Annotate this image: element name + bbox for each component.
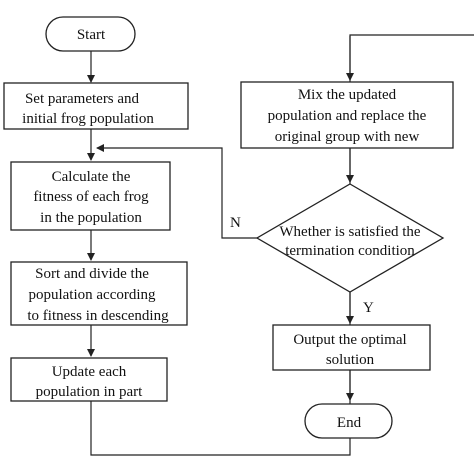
connector-update-to-mix-loop: [90, 34, 474, 456]
mix-line-2: population and replace the: [268, 108, 427, 124]
decision-diamond: Whether is satisfied the termination con…: [255, 183, 445, 293]
calculate-fitness-line-3: in the population: [40, 210, 142, 226]
decision-line-1: Whether is satisfied the: [279, 224, 421, 240]
calculate-fitness-line-2: fitness of each frog: [33, 189, 149, 205]
set-parameters-line-1: Set parameters and: [25, 91, 140, 107]
decision-line-2: termination condition: [285, 243, 415, 259]
calculate-fitness-line-1: Calculate the: [52, 169, 131, 185]
update-box: Update each population in part: [10, 357, 168, 402]
mix-line-3: original group with new: [275, 129, 420, 145]
start-terminal: Start: [45, 16, 136, 52]
end-label: End: [337, 415, 362, 431]
sort-divide-line-1: Sort and divide the: [35, 266, 149, 282]
output-line-1: Output the optimal: [293, 332, 406, 348]
output-line-2: solution: [326, 352, 375, 368]
no-branch-label: N: [230, 215, 241, 231]
update-line-2: population in part: [36, 384, 143, 400]
output-box: Output the optimal solution: [272, 324, 431, 371]
calculate-fitness-box: Calculate the fitness of each frog in th…: [10, 161, 171, 231]
end-terminal: End: [304, 403, 393, 439]
sort-divide-line-3: to fitness in descending: [27, 308, 169, 324]
sort-divide-line-2: population according: [28, 287, 156, 303]
mix-box: Mix the updated population and replace t…: [240, 81, 454, 149]
update-line-1: Update each: [52, 364, 127, 380]
sort-divide-box: Sort and divide the population according…: [10, 261, 188, 326]
set-parameters-line-2: initial frog population: [22, 111, 154, 127]
arrow-decision-no-to-calculate: [96, 144, 259, 239]
connectors: [87, 34, 474, 456]
set-parameters-box: Set parameters and initial frog populati…: [3, 82, 189, 130]
start-label: Start: [77, 27, 106, 43]
mix-line-1: Mix the updated: [298, 87, 397, 103]
yes-branch-label: Y: [363, 300, 374, 316]
